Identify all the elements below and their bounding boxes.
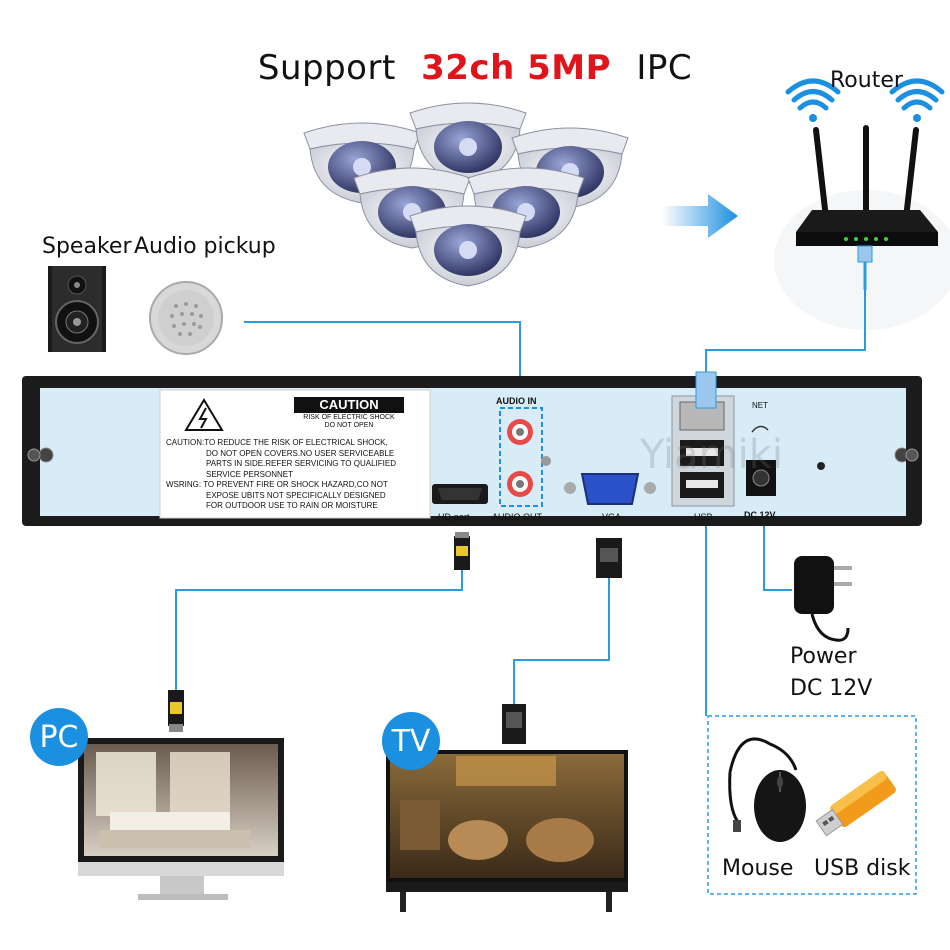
nvr-rear-panel xyxy=(22,372,922,526)
caution-line: FOR OUTDOOR USE TO RAIN OR MOISTURE xyxy=(166,501,396,512)
mouse-label: Mouse xyxy=(722,856,793,881)
power-adapter-icon xyxy=(794,556,852,640)
usb-disk-label: USB disk xyxy=(814,856,910,881)
caution-line: DO NOT OPEN COVERS.NO USER SERVICEABLE xyxy=(166,449,396,460)
dc12v-label: DC 12V xyxy=(744,510,776,520)
caution-line: WSRING: TO PREVENT FIRE OR SHOCK HAZARD,… xyxy=(166,480,396,491)
hdmi-plug-icon xyxy=(168,690,184,732)
audio-pickup-label: Audio pickup xyxy=(134,234,276,259)
pc-badge: PC xyxy=(30,708,88,766)
usb-label: USB xyxy=(694,512,713,522)
caution-line: EXPOSE UBITS NOT SPECIFICALLY DESIGNED xyxy=(166,491,396,502)
caution-text: CAUTION:TO REDUCE THE RISK OF ELECTRICAL… xyxy=(166,438,396,512)
caution-line: PARTS IN SIDE.REFER SERVICING TO QUALIFI… xyxy=(166,459,396,470)
power-voltage-label: DC 12V xyxy=(790,676,872,701)
router-label: Router xyxy=(830,68,903,93)
caution-subtitle: RISK OF ELECTRIC SHOCK xyxy=(292,414,406,421)
audio-out-label: AUDIO OUT xyxy=(492,512,542,522)
hdmi-plug-icon xyxy=(454,532,470,570)
vga-label: VGA xyxy=(602,512,621,522)
tv-badge: TV xyxy=(382,712,440,770)
mouse-icon xyxy=(730,739,806,842)
caution-line: SERVICE PERSONNET xyxy=(166,470,396,481)
caution-subtitle: DO NOT OPEN xyxy=(292,422,406,429)
pc-monitor-icon xyxy=(78,738,284,900)
audio-pickup-icon xyxy=(150,282,222,354)
power-label: Power xyxy=(790,644,857,669)
audio-in-label: AUDIO IN xyxy=(496,396,537,406)
caution-line: CAUTION:TO REDUCE THE RISK OF ELECTRICAL… xyxy=(166,438,396,449)
watermark: Yiamiki xyxy=(640,432,783,478)
usb-disk-icon xyxy=(814,770,898,839)
vga-plug-icon xyxy=(596,538,622,578)
speaker-icon xyxy=(48,266,106,352)
net-label: NET xyxy=(752,401,768,410)
arrow-right-icon xyxy=(662,194,738,238)
vga-plug-icon xyxy=(502,704,526,744)
hd-port-label: HD-port xyxy=(438,512,470,522)
tv-icon xyxy=(386,750,628,912)
speaker-label: Speaker xyxy=(42,234,131,259)
caution-title: CAUTION xyxy=(298,397,400,412)
router-icon xyxy=(774,81,950,330)
dome-camera-group xyxy=(304,103,628,286)
dome-camera-icon xyxy=(410,206,526,286)
